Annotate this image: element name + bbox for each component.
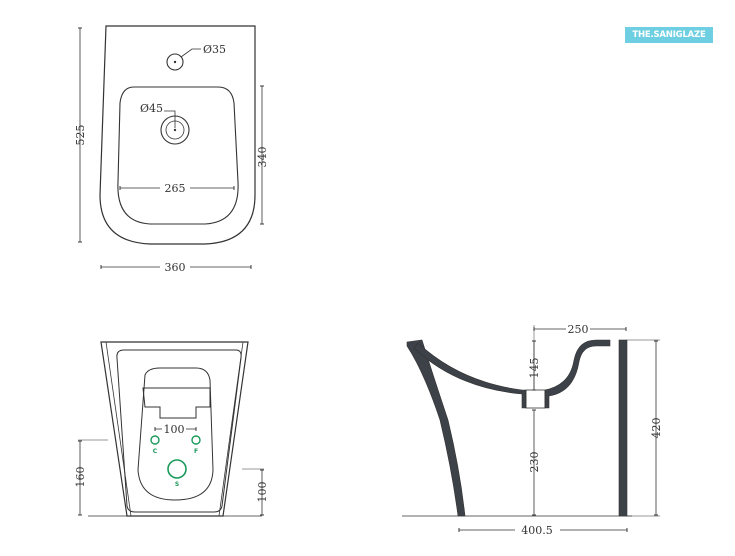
front-view-outer xyxy=(100,341,249,517)
outlet-port xyxy=(142,387,211,419)
top-view-outline xyxy=(99,25,256,245)
connector-c xyxy=(150,435,160,445)
top-view: Ø35 Ø45 525 340 265 360 xyxy=(74,25,269,274)
dim-bowl-depth: 340 xyxy=(256,147,269,168)
dim-overall-width: 360 xyxy=(165,261,186,274)
dim-rear-width: 250 xyxy=(568,323,589,336)
connector-f xyxy=(191,435,201,445)
top-view-bowl xyxy=(117,86,239,225)
brand-badge: THE.SANIGLAZE xyxy=(625,27,713,43)
dim-right-height: 100 xyxy=(256,482,269,503)
dim-tap-hole: Ø35 xyxy=(203,43,226,56)
dim-left-height: 160 xyxy=(74,467,87,488)
front-view-inner xyxy=(116,349,242,513)
side-front-wall xyxy=(406,339,466,517)
svg-text:F: F xyxy=(194,448,198,455)
rear-opening xyxy=(137,367,214,501)
dim-bowl-width: 265 xyxy=(165,182,186,195)
side-bowl-rear xyxy=(544,339,611,409)
dim-overall-depth: 525 xyxy=(74,125,87,146)
side-back-wall xyxy=(618,339,628,517)
dim-outlet-height: 230 xyxy=(528,452,541,473)
dim-connector-spacing: 100 xyxy=(164,423,185,436)
side-bowl-section xyxy=(413,342,527,409)
dim-drain: Ø45 xyxy=(140,102,163,115)
front-view: C F S 100 160 100 xyxy=(74,341,269,517)
svg-text:S: S xyxy=(175,481,179,488)
dim-rim-to-outlet: 145 xyxy=(528,358,541,379)
svg-text:C: C xyxy=(153,448,158,455)
side-outlet xyxy=(525,389,546,409)
connector-s xyxy=(167,459,187,479)
dim-total-height: 420 xyxy=(650,418,663,439)
dim-projection: 400.5 xyxy=(521,524,553,537)
tap-hole xyxy=(166,53,184,71)
side-view: 250 145 230 420 400.5 xyxy=(402,323,663,537)
